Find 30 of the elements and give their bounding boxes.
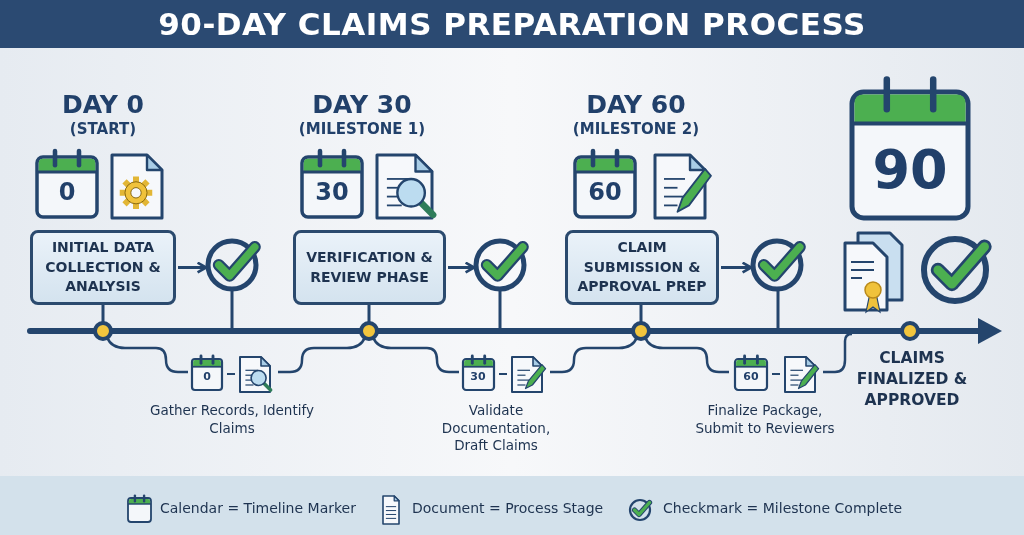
title-banner: 90-DAY CLAIMS PREPARATION PROCESS — [0, 0, 1024, 48]
calendar-number: 0 — [57, 178, 77, 206]
calendar-number: 30 — [469, 370, 487, 383]
process-box: INITIAL DATA COLLECTION & ANALYSIS — [30, 230, 176, 305]
calendar-number: 90 — [871, 138, 949, 201]
day-heading: DAY 30 — [311, 90, 413, 119]
checkmark-circle — [473, 238, 529, 292]
step-description: Validate Documentation, Draft Claims — [440, 402, 552, 455]
arrow — [178, 261, 208, 274]
step-description: Gather Records, Identify Claims — [149, 402, 315, 438]
legend-text: Document = Process Stage — [412, 500, 604, 516]
calendar-number: 30 — [314, 178, 350, 206]
day-heading: DAY 60 — [585, 90, 687, 119]
calendar-number: 60 — [587, 178, 623, 206]
legend-text: Calendar = Timeline Marker — [160, 500, 356, 516]
step-description: Finalize Package, Submit to Reviewers — [694, 402, 836, 438]
arrow — [721, 261, 753, 274]
checkmark-circle — [750, 238, 806, 292]
checkmark-circle — [205, 238, 261, 292]
calendar-number: 0 — [202, 370, 212, 383]
day-subheading: (MILESTONE 2) — [571, 120, 701, 138]
legend-text: Checkmark = Milestone Complete — [663, 500, 902, 516]
final-milestone-label: CLAIMS FINALIZED & APPROVED — [855, 348, 969, 411]
process-box: VERIFICATION & REVIEW PHASE — [293, 230, 446, 305]
calendar-number: 60 — [742, 370, 760, 383]
day-subheading: (START) — [68, 120, 138, 138]
day-subheading: (MILESTONE 1) — [297, 120, 427, 138]
arrow — [448, 261, 476, 274]
process-box: CLAIM SUBMISSION & APPROVAL PREP — [565, 230, 719, 305]
day-heading: DAY 0 — [61, 90, 145, 119]
